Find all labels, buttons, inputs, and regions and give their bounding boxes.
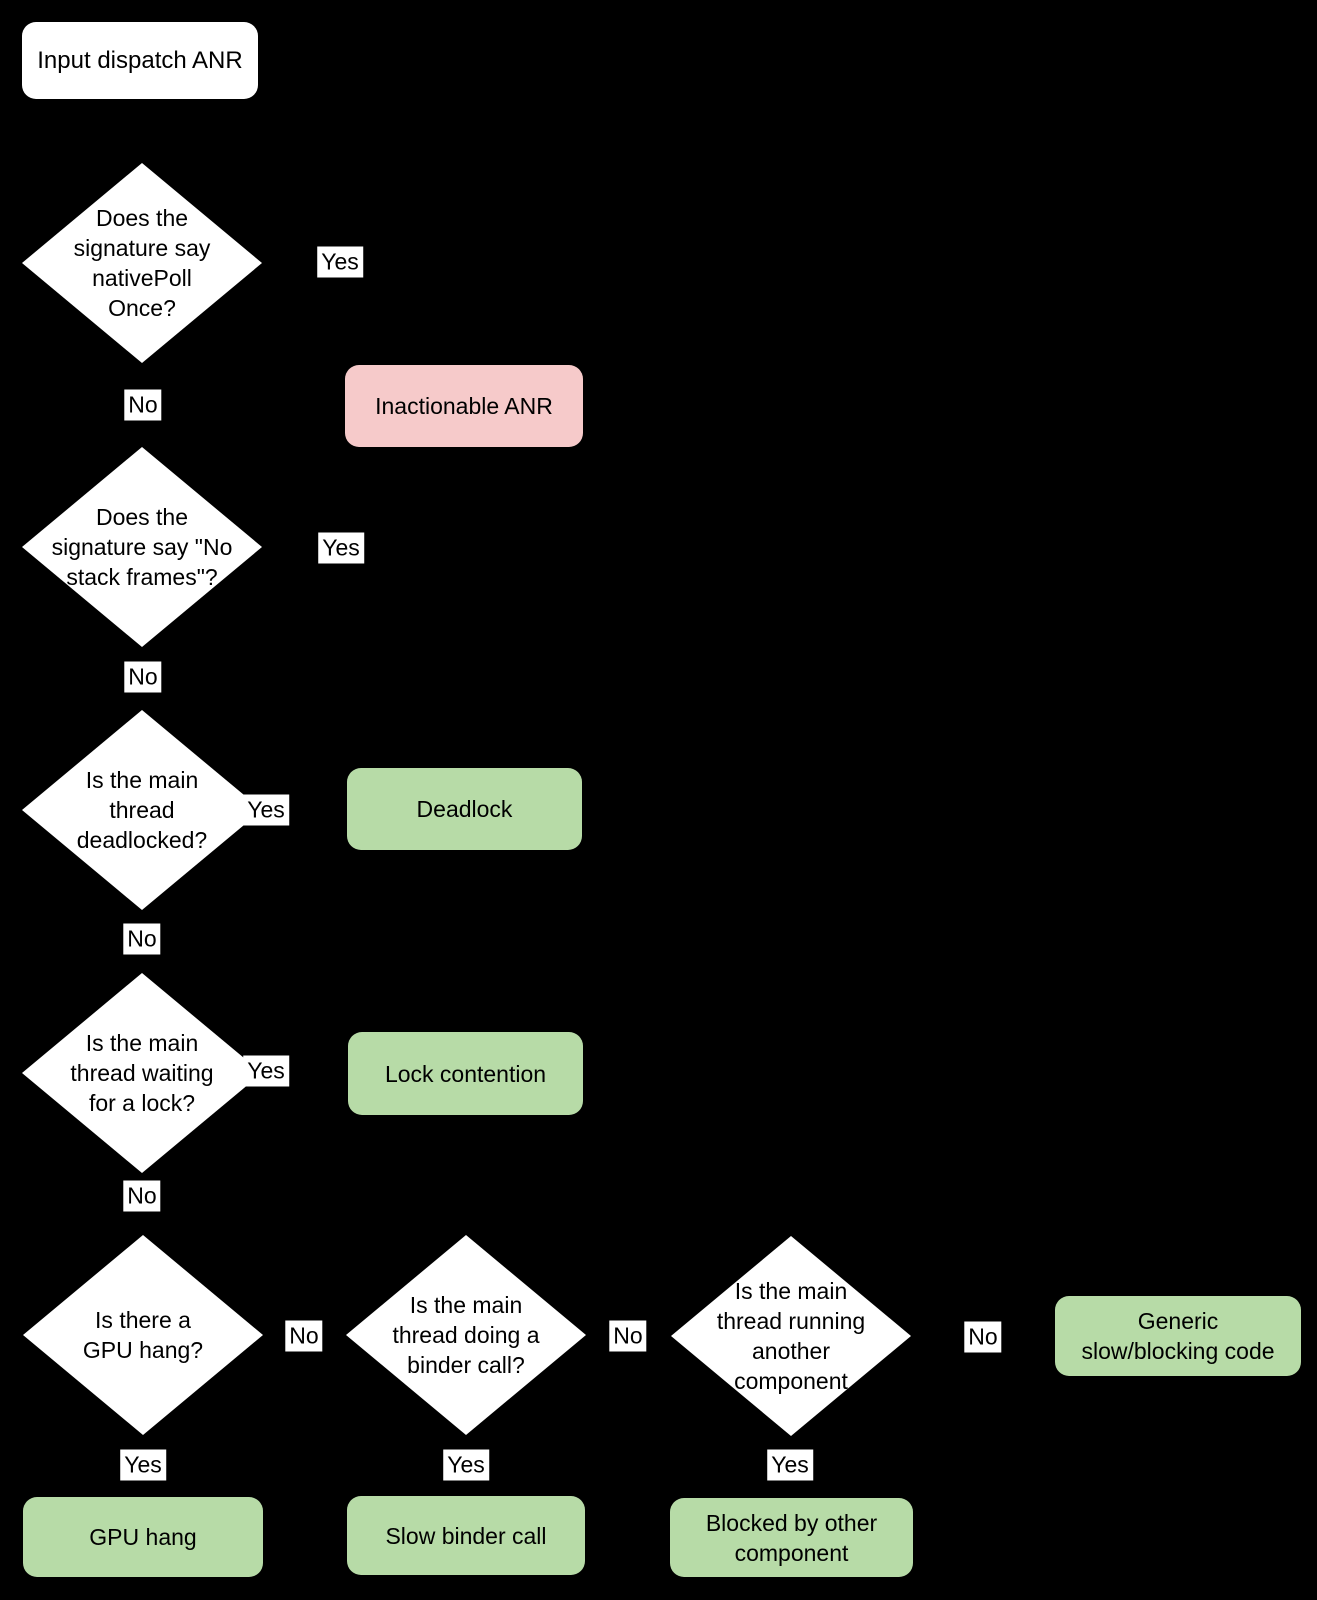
start-node-input-dispatch-anr: Input dispatch ANR bbox=[22, 22, 258, 99]
edge-label-yes-d5: Yes bbox=[120, 1449, 166, 1481]
outcome-generic-slow-blocking-code: Generic slow/blocking code bbox=[1055, 1296, 1301, 1376]
edge-label-yes-d4: Yes bbox=[243, 1055, 289, 1087]
outcome-gpu-hang: GPU hang bbox=[23, 1497, 263, 1577]
edge-label-no-d1: No bbox=[124, 389, 162, 421]
edge-label-no-d5: No bbox=[285, 1320, 323, 1352]
edge-label-yes-d3: Yes bbox=[243, 794, 289, 826]
edge-label-no-d3: No bbox=[123, 923, 161, 955]
outcome-lock-contention: Lock contention bbox=[348, 1032, 583, 1115]
edge-label-yes-d6: Yes bbox=[443, 1449, 489, 1481]
edge-label-yes-d2: Yes bbox=[318, 532, 364, 564]
edge-d1-yes bbox=[261, 262, 412, 367]
edge-label-yes-d1: Yes bbox=[317, 246, 363, 278]
edge-d2-yes bbox=[261, 445, 412, 548]
outcome-deadlock: Deadlock bbox=[347, 768, 582, 850]
edge-start-to-d1 bbox=[132, 98, 151, 160]
edge-label-no-d6: No bbox=[609, 1320, 647, 1352]
edge-label-no-d7: No bbox=[964, 1321, 1002, 1353]
edge-label-no-d4: No bbox=[123, 1180, 161, 1212]
edge-label-yes-d7: Yes bbox=[767, 1449, 813, 1481]
outcome-inactionable-anr: Inactionable ANR bbox=[345, 365, 583, 447]
outcome-blocked-by-other-component: Blocked by other component bbox=[670, 1498, 913, 1577]
edge-label-no-d2: No bbox=[124, 661, 162, 693]
outcome-slow-binder-call: Slow binder call bbox=[347, 1496, 585, 1575]
